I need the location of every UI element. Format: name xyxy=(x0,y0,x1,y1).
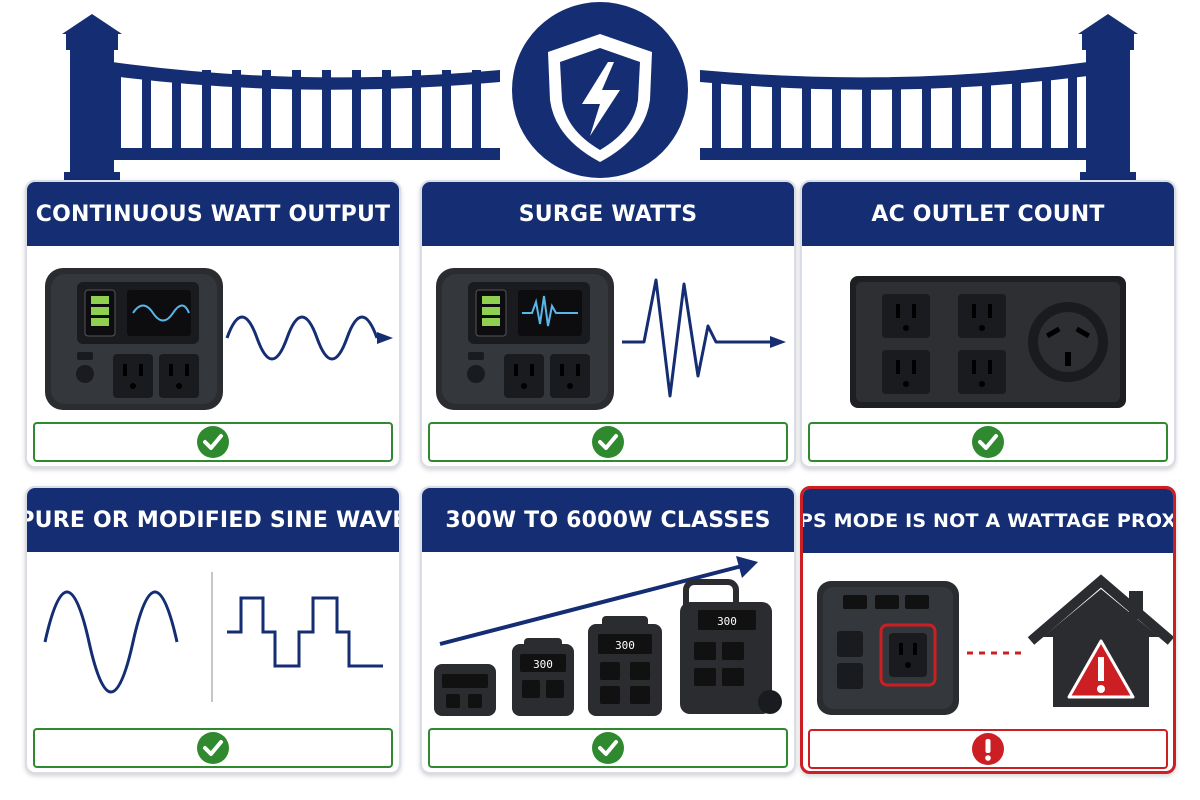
display-readout: 300 xyxy=(717,615,737,628)
sine-output-wave xyxy=(225,315,379,361)
pure-sine-wave xyxy=(43,590,179,694)
check-circle-icon xyxy=(197,732,229,764)
card-surge-watts: SURGE WATTS xyxy=(420,180,796,468)
warning-triangle-icon xyxy=(1067,639,1135,699)
status-box xyxy=(428,728,788,768)
power-station-icon xyxy=(817,581,959,715)
check-circle-icon xyxy=(197,426,229,458)
power-station-xl: 300 xyxy=(680,579,782,714)
surge-wave xyxy=(622,278,772,398)
eps-mode-illustration xyxy=(817,574,1173,715)
power-station-small xyxy=(434,664,496,716)
check-circle-icon xyxy=(592,732,624,764)
card-title: PURE OR MODIFIED SINE WAVE xyxy=(27,488,399,552)
status-box xyxy=(33,728,393,768)
shield-lightning-icon xyxy=(512,2,688,178)
card-eps-mode-warning: EPS MODE IS NOT A WATTAGE PROXY xyxy=(800,486,1176,774)
size-classes-illustration: 300 300 300 xyxy=(434,556,782,716)
power-station-large: 300 xyxy=(588,616,662,716)
power-station-icon xyxy=(45,268,223,410)
left-fence xyxy=(112,62,500,160)
card-ac-outlet-count: AC OUTLET COUNT xyxy=(800,180,1176,468)
waveform-comparison-illustration xyxy=(43,572,383,702)
status-box xyxy=(428,422,788,462)
card-title: 300W TO 6000W CLASSES xyxy=(422,488,794,552)
card-sine-wave-type: PURE OR MODIFIED SINE WAVE xyxy=(25,486,401,774)
left-post xyxy=(62,14,122,182)
card-wattage-classes: 300W TO 6000W CLASSES 300 300 xyxy=(420,486,796,774)
power-station-medium: 300 xyxy=(512,638,574,716)
card-title: EPS MODE IS NOT A WATTAGE PROXY xyxy=(803,489,1173,553)
outlet-panel-illustration xyxy=(850,276,1126,408)
status-box xyxy=(808,422,1168,462)
check-circle-icon xyxy=(592,426,624,458)
check-circle-icon xyxy=(972,426,1004,458)
right-post xyxy=(1078,14,1138,182)
card-title: AC OUTLET COUNT xyxy=(802,182,1174,246)
outlet-panel-icon xyxy=(850,276,1126,408)
status-box xyxy=(808,729,1168,769)
power-station-sine-output-illustration xyxy=(45,268,393,410)
card-title: CONTINUOUS WATT OUTPUT xyxy=(27,182,399,246)
card-continuous-watt-output: CONTINUOUS WATT OUTPUT xyxy=(25,180,401,468)
exclamation-circle-icon xyxy=(972,733,1004,765)
right-fence xyxy=(700,62,1088,160)
modified-sine-wave xyxy=(227,596,383,668)
arrow-head xyxy=(377,332,393,344)
display-readout: 300 xyxy=(615,639,635,652)
card-title: SURGE WATTS xyxy=(422,182,794,246)
status-box xyxy=(33,422,393,462)
power-station-icon xyxy=(436,268,614,410)
arrow-head xyxy=(770,336,786,348)
gate-fence-banner xyxy=(62,2,1138,182)
growth-arrow-line xyxy=(439,564,743,646)
power-station-surge-illustration xyxy=(436,268,786,410)
display-readout: 300 xyxy=(533,658,553,671)
arrow-head xyxy=(736,556,758,578)
